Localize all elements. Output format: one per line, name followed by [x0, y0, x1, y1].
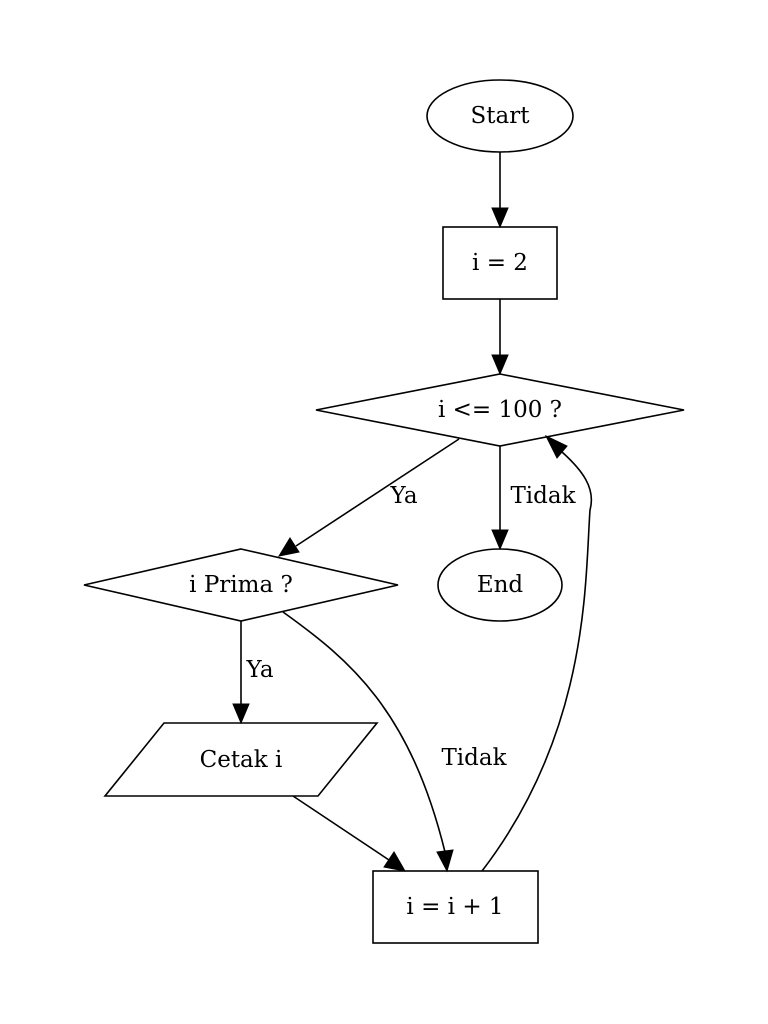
edge-prime-yes: Ya: [232, 621, 274, 725]
arrowhead: [491, 354, 509, 376]
edge-line: [481, 451, 593, 872]
increment-box: [372, 870, 539, 944]
arrowhead: [491, 207, 509, 229]
prime-check-label: i Prima ?: [189, 572, 293, 598]
node-prime-check: i Prima ?: [83, 548, 399, 622]
node-increment: i = i + 1: [372, 870, 539, 944]
node-loop-check: i <= 100 ?: [315, 373, 685, 447]
arrowhead: [544, 434, 568, 459]
edge-loop-no: Tidak: [491, 446, 577, 551]
edge-loop-yes: Ya: [277, 438, 460, 557]
edge-prime-yes-label: Ya: [245, 657, 273, 683]
edge-prime-no: Tidak: [282, 611, 508, 873]
edge-loop-yes-label: Ya: [389, 483, 417, 509]
start-label: Start: [471, 103, 531, 129]
edge-print-to-increment: [292, 795, 406, 872]
arrowhead: [491, 529, 509, 551]
arrowhead: [232, 703, 250, 725]
increment-label: i = i + 1: [406, 894, 503, 920]
edge-init-to-loop-check: [491, 299, 509, 376]
print-label: Cetak i: [200, 747, 283, 773]
arrowhead: [436, 849, 454, 873]
arrowhead: [383, 851, 406, 872]
edge-start-to-init: [491, 152, 509, 229]
edge-line: [295, 438, 460, 547]
arrowhead: [277, 537, 300, 557]
edge-line: [292, 795, 390, 861]
loop-check-label: i <= 100 ?: [438, 397, 562, 423]
init-label: i = 2: [472, 250, 528, 276]
edge-loop-no-label: Tidak: [510, 483, 576, 509]
end-label: End: [477, 572, 524, 598]
print-parallelogram: [103, 722, 379, 797]
node-start: Start: [426, 79, 574, 153]
node-init: i = 2: [442, 226, 558, 300]
node-end: End: [437, 548, 563, 622]
init-box: [442, 226, 558, 300]
edge-increment-to-loop-check: [481, 434, 593, 872]
edge-line: [282, 611, 446, 853]
node-print: Cetak i: [103, 722, 379, 797]
edge-prime-no-label: Tidak: [441, 745, 507, 771]
